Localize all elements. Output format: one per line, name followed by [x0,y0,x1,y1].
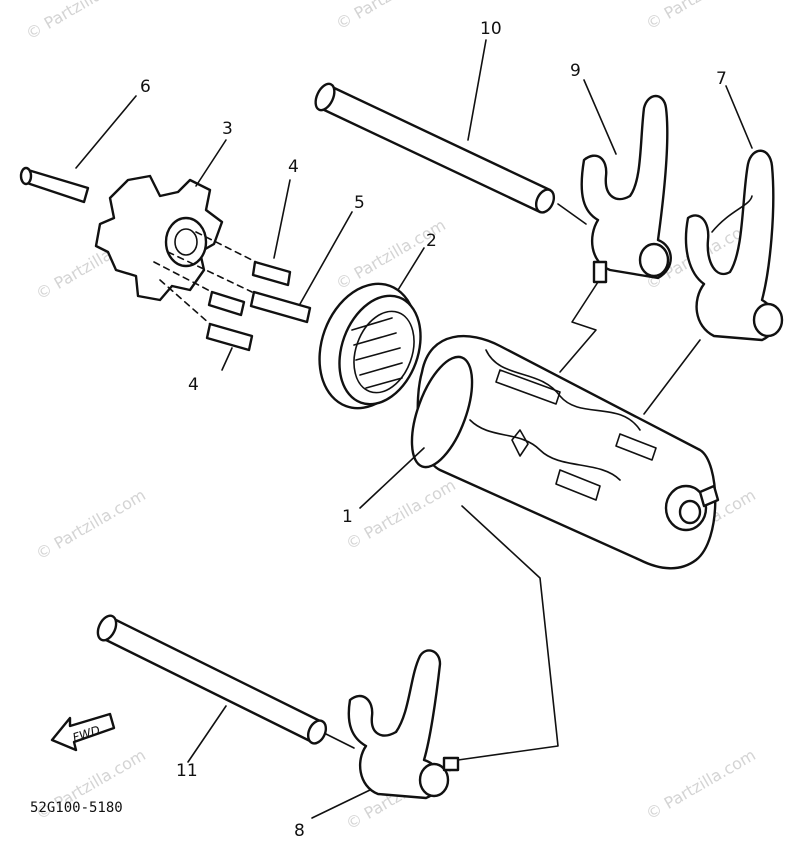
diagram-code: 52G100-5180 [30,800,123,816]
fwd-label: FWD [71,723,102,745]
callout-3: 3 [222,119,233,139]
callout-2: 2 [426,231,437,251]
callout-4-upper: 4 [288,157,299,177]
callout-4-lower: 4 [188,375,199,395]
part-8-shift-fork[interactable] [347,649,460,800]
callout-9: 9 [570,61,581,81]
callout-7: 7 [716,69,727,89]
part-3-shift-drum-segment[interactable] [94,174,224,302]
part-4-pin-upper[interactable] [251,260,292,287]
part-4-pin-middle[interactable] [207,290,246,317]
callout-labels: 1 2 3 4 4 5 6 7 8 9 10 11 [140,19,727,841]
callout-10: 10 [480,19,502,39]
callout-6: 6 [140,77,151,97]
watermark: © Partzilla.com [333,0,449,33]
part-9-shift-fork[interactable] [580,94,672,284]
callout-8: 8 [294,821,305,841]
assembly-dashed-lines [153,231,257,325]
watermark: © Partzilla.com [643,745,759,823]
watermark: © Partzilla.com [23,0,139,43]
part-10-shift-fork-shaft[interactable] [312,81,557,215]
watermark: © Partzilla.com [343,475,459,553]
callout-5: 5 [354,193,365,213]
watermark: © Partzilla.com [643,0,759,33]
part-7-shift-fork[interactable] [684,149,784,342]
watermark: © Partzilla.com [333,215,449,293]
callout-11: 11 [176,761,198,781]
callout-1: 1 [342,507,353,527]
part-5-pin[interactable] [249,290,312,324]
part-4-pin-lower[interactable] [205,322,254,352]
part-11-shift-fork-shaft[interactable] [94,613,329,746]
part-1-shift-drum[interactable] [400,334,720,570]
leader-lines [75,39,753,819]
fwd-direction-arrow: FWD [50,712,116,752]
part-6-pin[interactable] [19,166,90,204]
part-2-bearing[interactable] [303,270,435,422]
watermark: © Partzilla.com [33,485,149,563]
